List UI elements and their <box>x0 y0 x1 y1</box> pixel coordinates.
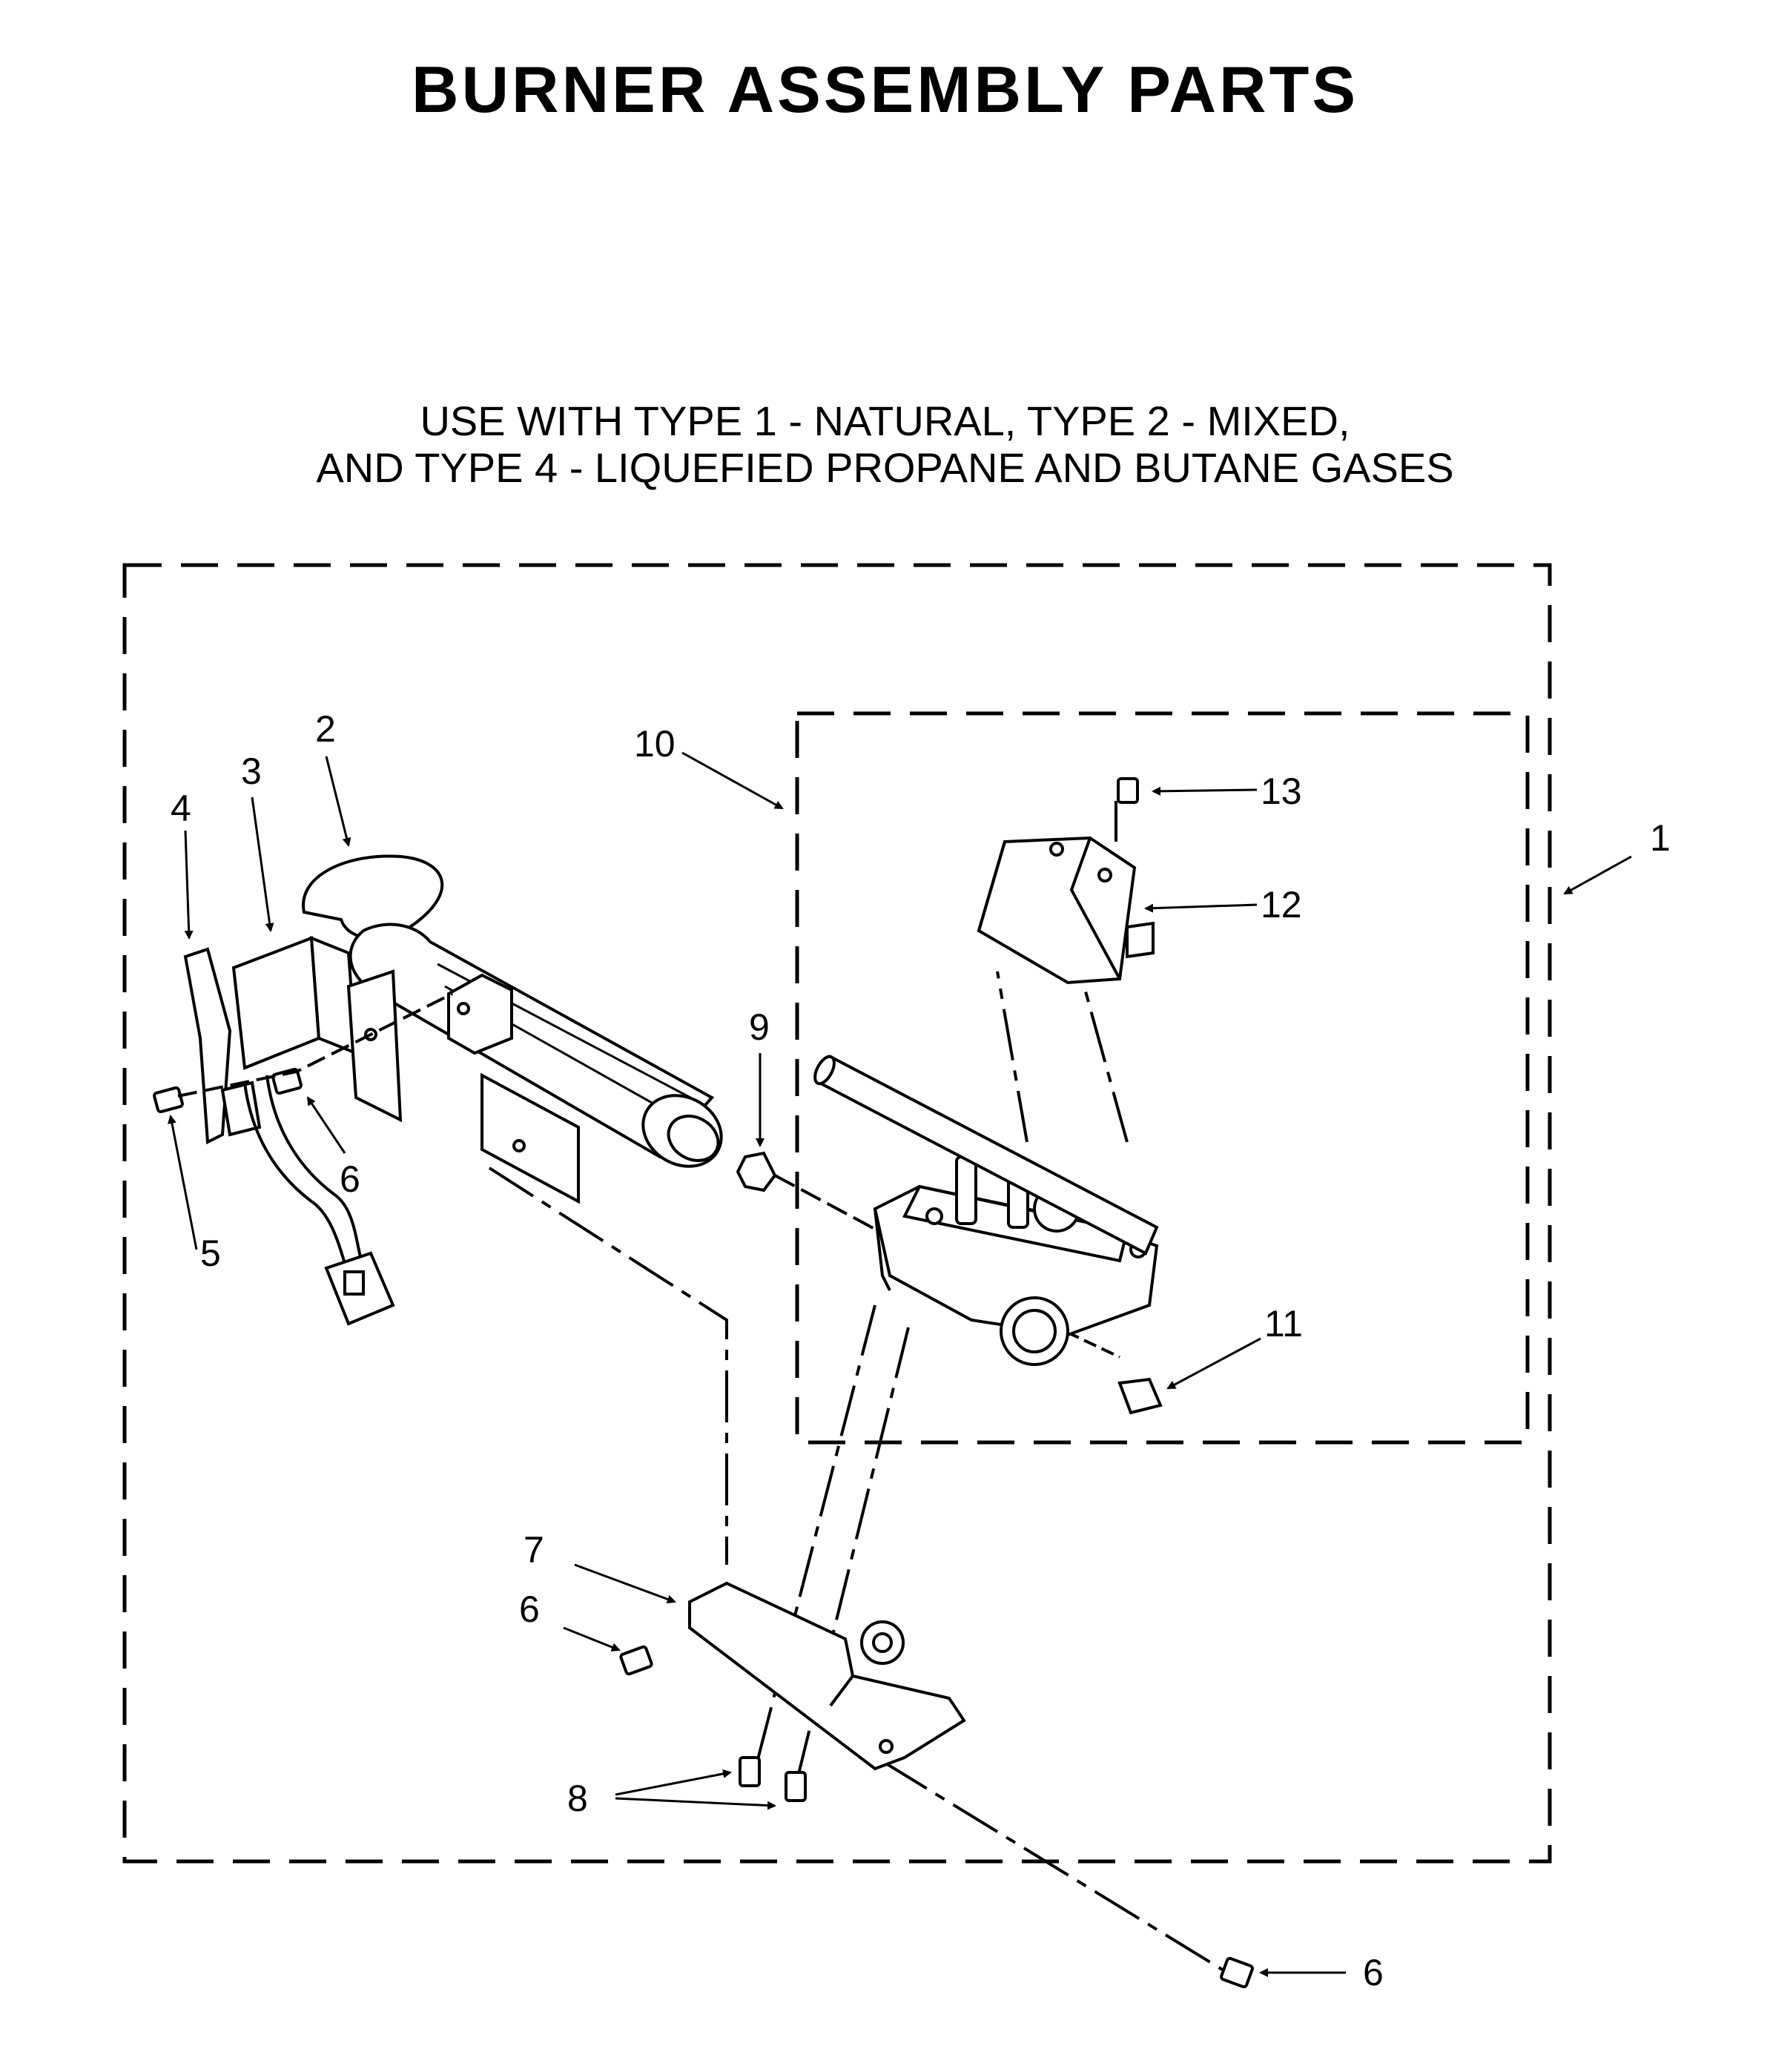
callout-13: 13 <box>1261 771 1302 812</box>
page-title: BURNER ASSEMBLY PARTS <box>411 53 1359 126</box>
outer-assembly-boundary <box>122 563 1552 1864</box>
gas-supply-pipe <box>813 1055 1159 1256</box>
burner-bracket-7 <box>688 1581 966 1771</box>
callout-6-left: 6 <box>340 1158 360 1200</box>
callout-6-bracket: 6 <box>519 1588 540 1630</box>
harness-connector <box>324 1251 395 1326</box>
screw-6-bottom <box>1220 1956 1254 1989</box>
callout-5: 5 <box>200 1233 221 1274</box>
burner-tube <box>302 854 723 1168</box>
screw-6-left <box>271 1067 303 1095</box>
assembly-lines <box>177 801 1229 1974</box>
screw-6-bracket <box>619 1645 653 1676</box>
callout-4: 4 <box>171 788 191 829</box>
screw-5 <box>153 1086 184 1114</box>
burner-mount-bracket <box>447 973 580 1204</box>
callout-10: 10 <box>634 723 676 765</box>
callout-8: 8 <box>567 1778 588 1819</box>
callout-6-bottom: 6 <box>1363 1952 1384 1993</box>
valve-coil <box>977 836 1155 985</box>
flame-sensor <box>183 947 262 1145</box>
subtitle-line-2: AND TYPE 4 - LIQUEFIED PROPANE AND BUTAN… <box>316 444 1454 491</box>
gas-valve-body <box>873 1155 1159 1366</box>
leader-arrows <box>168 751 1632 1977</box>
callout-3: 3 <box>241 750 262 792</box>
screw-13 <box>1117 777 1139 804</box>
callout-12: 12 <box>1261 884 1302 926</box>
callout-11: 11 <box>1264 1303 1303 1345</box>
callout-2: 2 <box>315 708 336 750</box>
callout-7: 7 <box>524 1529 544 1571</box>
callout-1: 1 <box>1650 817 1671 859</box>
igniter-bracket <box>231 935 403 1123</box>
wire-harness <box>243 1075 365 1276</box>
orifice-11 <box>1117 1377 1163 1415</box>
fitting-9 <box>736 1151 777 1192</box>
callout-9: 9 <box>749 1006 770 1048</box>
valve-assembly-boundary <box>795 711 1530 1445</box>
screws-8 <box>739 1756 807 1802</box>
subtitle-line-1: USE WITH TYPE 1 - NATURAL, TYPE 2 - MIXE… <box>420 397 1350 444</box>
